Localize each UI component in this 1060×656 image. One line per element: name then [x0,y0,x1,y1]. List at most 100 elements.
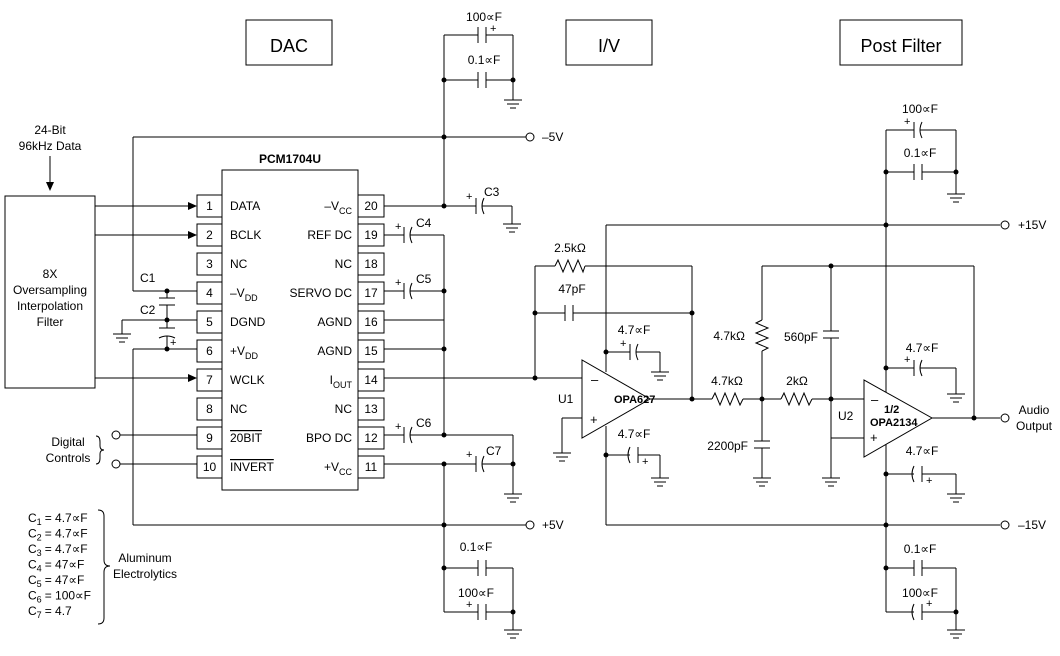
c5-label: C5 [416,272,432,286]
neg15-cap-01uf-label: 0.1∝F [904,542,937,556]
u1-cap-bottom-label: 4.7∝F [618,427,651,441]
pin-number-11: 11 [365,460,378,474]
audio-output-terminal [1000,413,1010,423]
pin-number-18: 18 [364,257,378,271]
r-25k-label: 2.5kΩ [554,241,586,255]
pin-label-5: DGND [230,315,266,329]
digital-control-terminal-10 [111,459,121,469]
filter-line3: Interpolation [17,299,83,313]
svg-text:+: + [466,191,472,203]
pin-label-9: 20BIT [230,431,263,445]
pos15-bypass-caps: + 100∝F 0.1∝F [886,102,965,203]
neg15-rail: –15V [603,426,1046,612]
audio-output-line2: Output [1016,419,1053,433]
legend-item: C1= 4.7∝F [28,511,88,527]
pin-number-12: 12 [364,431,378,445]
section-dac-label: DAC [270,36,308,56]
pin-box-10 [196,455,223,479]
input-data-label-line2: 96kHz Data [19,139,82,153]
pin-label-16: AGND [317,315,352,329]
resistor-2k: 2kΩ [780,374,864,407]
input-arrow [46,156,54,191]
pin-number-8: 8 [206,402,213,416]
pin-label-13: NC [335,402,353,416]
svg-text:+: + [926,475,932,487]
pin-number-17: 17 [364,286,378,300]
u2-noninv-ground [822,399,864,487]
svg-text:+: + [904,116,910,128]
svg-text:+: + [395,277,401,289]
c-2200pf-label: 2200pF [707,439,748,453]
u2-cap-top-label: 4.7∝F [906,341,939,355]
pos5-terminal [525,520,535,530]
legend-item: C2= 4.7∝F [28,527,88,543]
pin-box-6 [196,339,223,363]
pin-number-1: 1 [206,199,213,213]
svg-text:+: + [466,599,472,611]
cap-c6: + C6 [384,416,514,494]
pos15-terminal [1000,220,1010,230]
capacitor-legend: C1= 4.7∝FC2= 4.7∝FC3= 4.7∝FC4= 47∝FC5= 4… [28,511,91,620]
pin-box-9 [196,426,223,450]
svg-text:+: + [490,23,496,35]
cap-01uf-bottom-label: 0.1∝F [460,540,493,554]
resistor-4-7k-series: 4.7kΩ [711,374,781,407]
pin-number-5: 5 [206,315,213,329]
filter-line1: 8X [43,267,58,281]
pin-box-8 [196,397,223,421]
u2-bypass-caps: + 4.7∝F + 4.7∝F [886,341,965,503]
pin-label-12: BPO DC [306,431,352,445]
r-47k-feedback-label: 4.7kΩ [713,329,745,343]
opamp-u1: – + OPA627 U1 [553,359,712,462]
cap-c5: + C5 [384,272,444,300]
pin-box-7 [196,368,223,392]
pin-label-1: DATA [230,199,260,213]
c2-label: C2 [140,303,156,317]
input-data-label-line1: 24-Bit [34,123,66,137]
pin-number-7: 7 [206,373,213,387]
audio-output-line1: Audio [1019,403,1050,417]
legend-item: C6= 100∝F [28,589,91,605]
pin-number-16: 16 [364,315,378,329]
pin-number-14: 14 [364,373,378,387]
pin-box-14 [357,368,385,392]
u1-bypass-caps: + 4.7∝F + 4.7∝F [606,323,669,487]
neg5-bypass-caps: 100∝F + 0.1∝F [444,10,522,109]
opamp-u2: – + 1/2 OPA2134 U2 Audio Output [838,379,1053,458]
u1-cap-top-label: 4.7∝F [618,323,651,337]
pin-number-4: 4 [206,286,213,300]
neg5-label: –5V [542,130,563,144]
pin-box-13 [357,397,385,421]
section-iv: I/V [565,19,653,66]
legend-item: C3= 4.7∝F [28,542,88,558]
legend-brace [97,509,111,625]
c3-label: C3 [484,185,500,199]
svg-text:+: + [926,598,932,610]
pin-label-8: NC [230,402,248,416]
pin-box-15 [357,339,385,363]
digital-control-terminal-9 [111,430,121,440]
u2-cap-bottom-label: 4.7∝F [906,444,939,458]
pin-box-4 [196,281,223,305]
legend-note-line2: Electrolytics [113,567,177,581]
iv-stage-wires [384,265,695,402]
pin-label-18: NC [335,257,353,271]
u2-ref: U2 [838,409,854,423]
pin-number-3: 3 [206,257,213,271]
resistor-2-5k: 2.5kΩ [554,241,586,274]
pin-box-16 [357,310,385,334]
u1-name: OPA627 [614,394,655,406]
pin-box-11 [357,455,385,479]
legend-item: C4= 47∝F [28,558,84,574]
digital-controls: Digital Controls [46,430,197,469]
pin-box-2 [196,223,223,247]
pin-number-19: 19 [364,228,378,242]
svg-text:+: + [590,412,598,427]
cap-47pf: 47pF [558,282,586,321]
svg-text:+: + [620,338,626,350]
c1-label: C1 [140,271,156,285]
pin-box-1 [196,194,223,218]
svg-text:+: + [642,456,648,468]
cap-100uf-bottom-label: 100∝F [458,586,494,600]
section-iv-label: I/V [598,36,620,56]
